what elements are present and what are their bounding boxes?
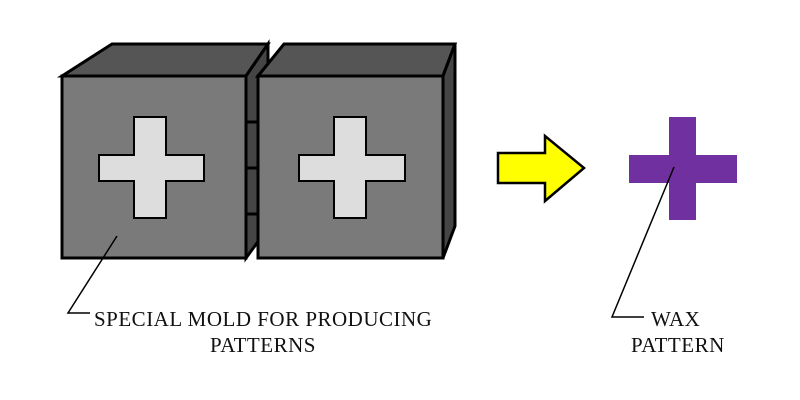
mold-label-line1: SPECIAL MOLD FOR PRODUCING [94, 307, 432, 331]
yellow-arrow-icon [496, 133, 586, 204]
wax-pattern-cross [629, 117, 737, 220]
mold-leader-line [66, 235, 118, 314]
wax-label-line2: PATTERN [631, 333, 725, 357]
mold-half-left [56, 39, 271, 263]
mold-right-side-face [441, 43, 457, 259]
mold-right-cross-cavity [298, 116, 406, 219]
wax-label-line1: WAX [651, 307, 700, 331]
wax-leader-line [610, 166, 675, 318]
wax-cross-horizontal [629, 155, 737, 183]
mold-label-line2: PATTERNS [210, 333, 316, 357]
mold-right-top-face [254, 42, 458, 78]
mold-left-cross-cavity [98, 116, 205, 219]
mold-half-right [254, 42, 458, 260]
mold-hinge-marks [246, 120, 258, 216]
